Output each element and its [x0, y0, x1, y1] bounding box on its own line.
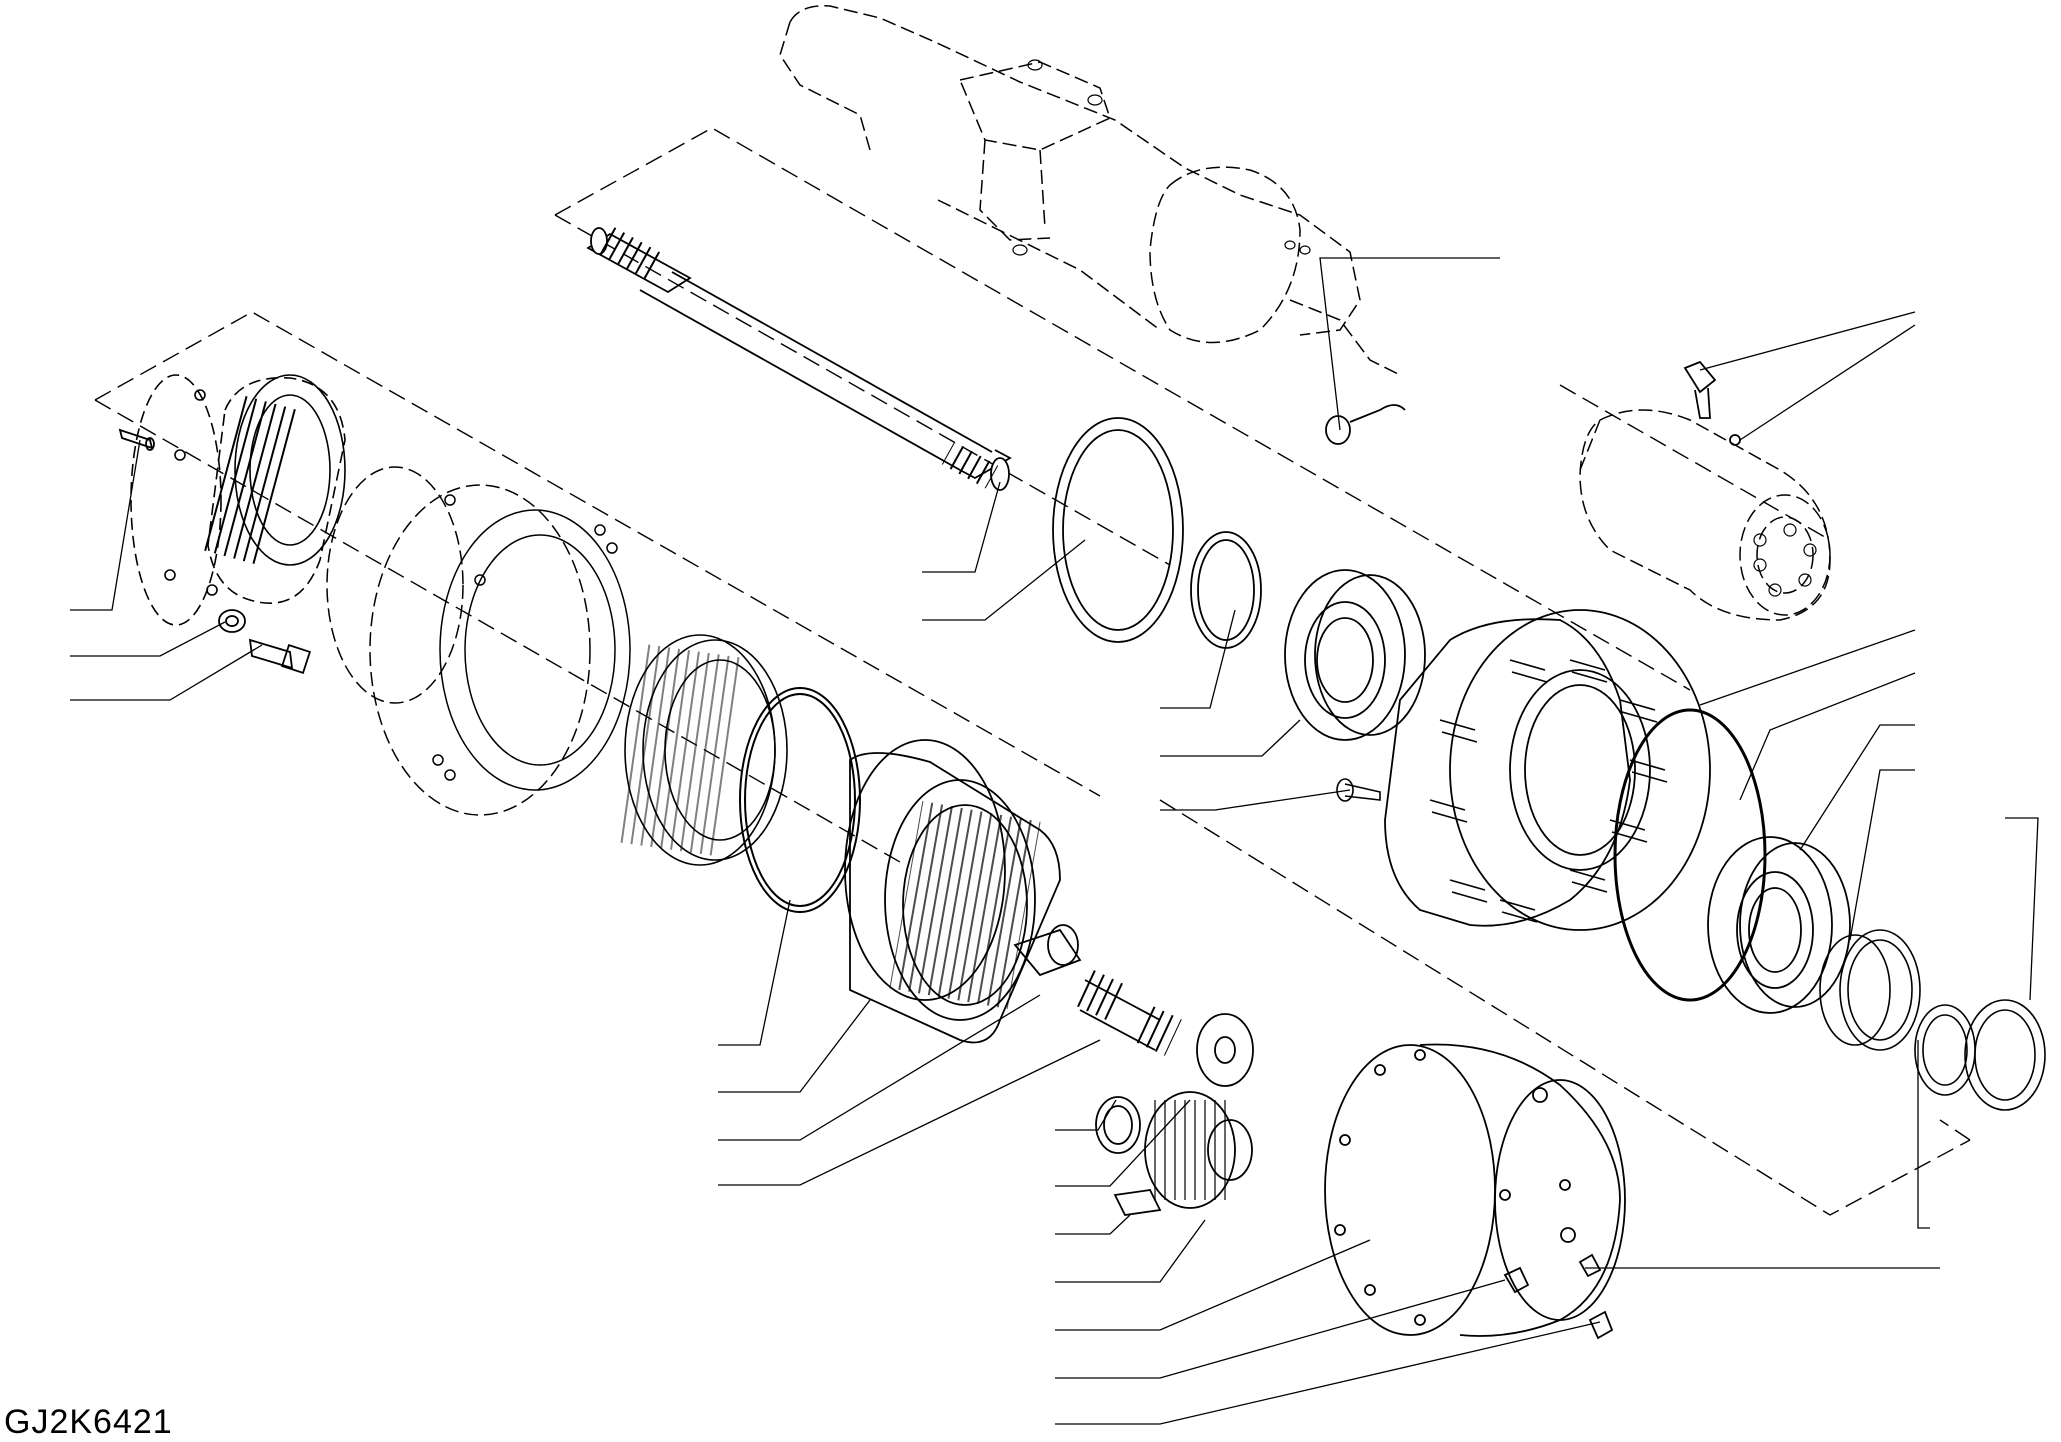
hub-o-ring [1615, 710, 1765, 1000]
outer-seal [1053, 418, 1183, 642]
brake-disc [327, 467, 630, 815]
wheel-hub [1385, 610, 1710, 930]
planetary-drum [845, 740, 1060, 1043]
inner-bearing [1285, 570, 1425, 740]
hub-bolt [1337, 779, 1380, 801]
axle-shaft [588, 225, 1010, 490]
figure-id-label: GJ2K6421 [4, 1403, 173, 1441]
planetary-carrier [131, 375, 345, 625]
housing-bolt-holes [1013, 60, 1816, 596]
outer-bearing [1708, 837, 1850, 1013]
breather-valve [1326, 362, 1740, 445]
ring-gear [616, 635, 787, 865]
snap-ring [740, 688, 860, 912]
assembly-dashed-outlines [95, 128, 1970, 1215]
axle-housing-phantom [780, 6, 1830, 620]
seal-sleeve [1820, 930, 2045, 1110]
bushing-shaft-washer [1015, 925, 1253, 1086]
planet-cover [1325, 1045, 1625, 1339]
callout-leaders [70, 258, 2038, 1424]
snap-ring-small [1191, 532, 1261, 648]
planet-gear-set [1096, 1092, 1252, 1215]
